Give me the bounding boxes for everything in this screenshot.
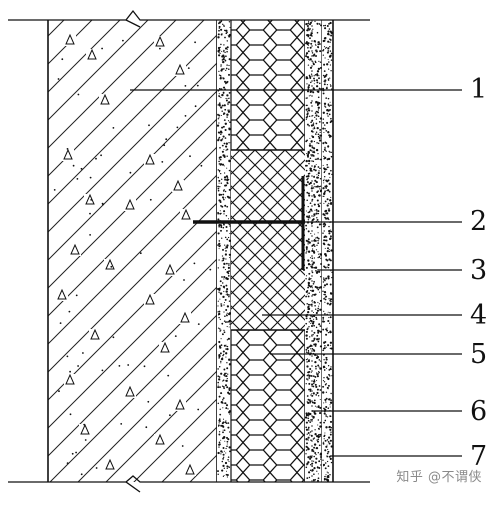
bottom-break-line	[8, 475, 370, 493]
callout-number-4: 4	[470, 300, 488, 331]
top-break-line	[8, 9, 370, 28]
insulation-board	[231, 20, 306, 482]
callout-number-7: 7	[470, 441, 488, 472]
finish-coat	[322, 20, 334, 482]
callout-number-3: 3	[470, 255, 488, 286]
fire-barrier-band	[231, 149, 305, 331]
concrete-wall	[47, 20, 218, 482]
callout-number-5: 5	[470, 339, 488, 370]
adhesive-layer	[216, 20, 232, 482]
callout-number-2: 2	[470, 206, 488, 237]
callout-number-1: 1	[470, 74, 488, 105]
callout-number-6: 6	[470, 396, 488, 427]
concrete-aggregate-marks	[53, 33, 212, 476]
render-layer	[304, 20, 323, 482]
watermark-text: 知乎 @不谓侠	[396, 470, 482, 485]
callout-leader-lines	[130, 89, 462, 457]
